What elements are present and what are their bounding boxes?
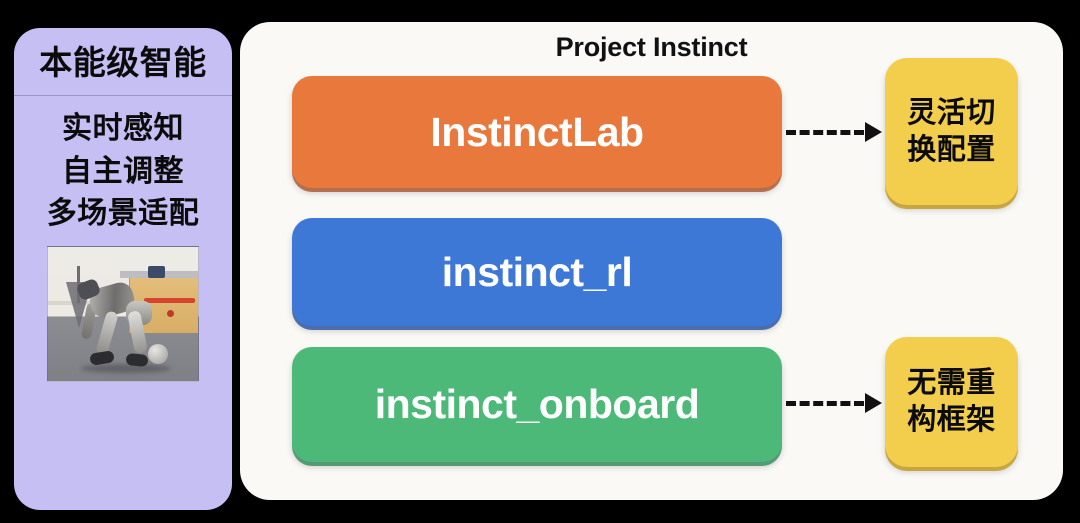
sidebar-feature-item: 多场景适配	[46, 197, 200, 231]
module-card-instinctlab[interactable]: InstinctLab	[292, 76, 782, 188]
sidebar-feature-item: 实时感知	[62, 112, 184, 146]
monitor	[148, 265, 165, 278]
connector-arrow-instinctlab	[786, 122, 882, 142]
robot-leg-left	[94, 310, 119, 357]
sidebar-panel: 本能级智能 实时感知 自主调整 多场景适配	[14, 28, 232, 510]
dashed-line	[786, 400, 864, 406]
outcome-label-line1: 无需重	[907, 367, 996, 400]
connector-arrow-instinct-onboard	[786, 393, 882, 413]
outcome-card-no-refactor[interactable]: 无需重 构框架	[885, 337, 1018, 467]
outcome-label-line2: 构框架	[907, 404, 996, 436]
sidebar-feature-list: 实时感知 自主调整 多场景适配	[14, 108, 232, 236]
module-card-instinct-onboard[interactable]: instinct_onboard	[292, 347, 782, 462]
page-title: Project Instinct	[555, 32, 748, 62]
dashed-line	[786, 129, 864, 135]
robot-hand-ball	[148, 343, 168, 364]
sidebar-title: 本能级智能	[39, 44, 207, 81]
sidebar-divider	[14, 95, 232, 97]
red-indicator-dot	[167, 310, 174, 317]
module-card-instinct-rl[interactable]: instinct_rl	[292, 218, 782, 326]
sidebar-feature-item: 自主调整	[62, 154, 184, 188]
outcome-label-line1: 灵活切	[907, 96, 996, 129]
robot-shadow	[81, 364, 171, 373]
arrow-head-icon	[865, 122, 882, 142]
red-bar	[144, 297, 195, 303]
main-panel: Project Instinct InstinctLab instinct_rl…	[240, 22, 1063, 500]
arrow-head-icon	[865, 393, 882, 413]
outcome-card-flexible-config[interactable]: 灵活切 换配置	[885, 58, 1018, 205]
robot-foot-left	[89, 349, 115, 366]
humanoid-robot-lab-photo	[47, 246, 199, 383]
module-label: instinct_onboard	[374, 381, 700, 427]
outcome-label-line2: 换配置	[907, 133, 996, 166]
module-label: instinct_rl	[441, 248, 633, 295]
module-label: InstinctLab	[430, 108, 644, 155]
